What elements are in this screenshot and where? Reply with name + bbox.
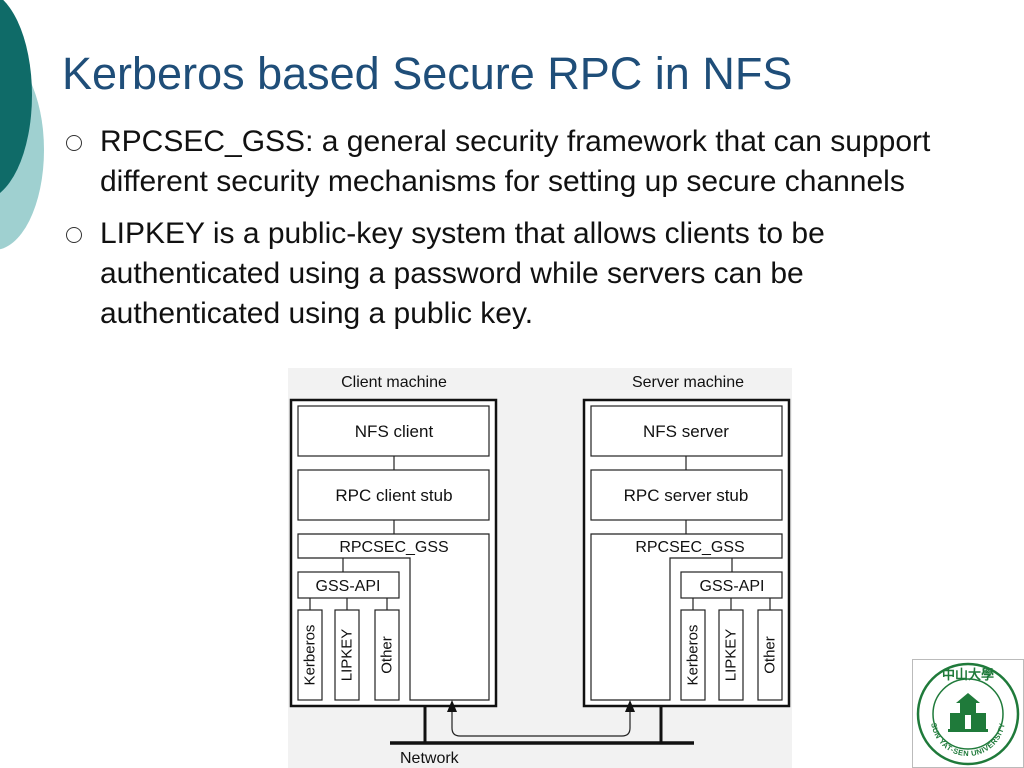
secure-channel-arrow bbox=[451, 712, 631, 737]
arrowhead-client-icon bbox=[447, 700, 457, 712]
bullet-list: RPCSEC_GSS: a general security framework… bbox=[62, 122, 962, 346]
server-gss-api-label: GSS-API bbox=[700, 578, 765, 595]
server-lipkey-label: LIPKEY bbox=[723, 629, 740, 682]
server-other-box bbox=[757, 609, 783, 701]
bullet-circle-icon bbox=[66, 135, 82, 151]
client-other-box bbox=[374, 609, 400, 701]
client-kerberos-box bbox=[297, 609, 323, 701]
bullet-text: LIPKEY is a public-key system that allow… bbox=[100, 217, 825, 330]
server-rpcsec-gss-label: RPCSEC_GSS bbox=[635, 539, 744, 556]
decorative-shapes bbox=[0, 0, 44, 250]
building-emblem-icon bbox=[948, 693, 988, 732]
server-kerberos-box bbox=[680, 609, 706, 701]
nfs-client-label: NFS client bbox=[355, 422, 434, 441]
logo-chinese-text: 中山大學 bbox=[942, 667, 994, 683]
server-rpcsec-gss-box bbox=[590, 533, 783, 701]
client-kerberos-label: Kerberos bbox=[302, 625, 319, 686]
secure-rpc-diagram: Client machine Server machine NFS client… bbox=[288, 368, 792, 768]
client-gss-api-label: GSS-API bbox=[316, 578, 381, 595]
server-machine-title: Server machine bbox=[632, 374, 744, 391]
server-kerberos-label: Kerberos bbox=[685, 625, 702, 686]
client-gss-api-box bbox=[297, 571, 400, 599]
server-other-label: Other bbox=[762, 636, 779, 674]
client-machine-title: Client machine bbox=[341, 374, 447, 391]
bullet-item: LIPKEY is a public-key system that allow… bbox=[62, 214, 962, 334]
rpc-server-stub-box bbox=[590, 469, 783, 521]
deco-dark-ellipse bbox=[0, 0, 32, 193]
bullet-item: RPCSEC_GSS: a general security framework… bbox=[62, 122, 962, 202]
client-rpcsec-gss-box bbox=[297, 533, 490, 701]
client-other-label: Other bbox=[379, 636, 396, 674]
client-lipkey-box bbox=[334, 609, 360, 701]
nfs-server-label: NFS server bbox=[643, 422, 729, 441]
client-lipkey-label: LIPKEY bbox=[339, 629, 356, 682]
network-label: Network bbox=[400, 750, 460, 767]
client-rpcsec-gss-label: RPCSEC_GSS bbox=[339, 539, 448, 556]
sun-yat-sen-university-logo: 中山大學 SUN YAT-SEN UNIVERSITY bbox=[912, 659, 1024, 768]
arrowhead-server-icon bbox=[625, 700, 635, 712]
bullet-circle-icon bbox=[66, 227, 82, 243]
server-gss-api-box bbox=[680, 571, 783, 599]
nfs-client-box bbox=[297, 405, 490, 457]
server-lipkey-box bbox=[718, 609, 744, 701]
rpc-client-stub-label: RPC client stub bbox=[335, 486, 452, 505]
bullet-text: RPCSEC_GSS: a general security framework… bbox=[100, 125, 931, 198]
nfs-server-box bbox=[590, 405, 783, 457]
slide-title: Kerberos based Secure RPC in NFS bbox=[62, 48, 793, 99]
rpc-server-stub-label: RPC server stub bbox=[624, 486, 749, 505]
